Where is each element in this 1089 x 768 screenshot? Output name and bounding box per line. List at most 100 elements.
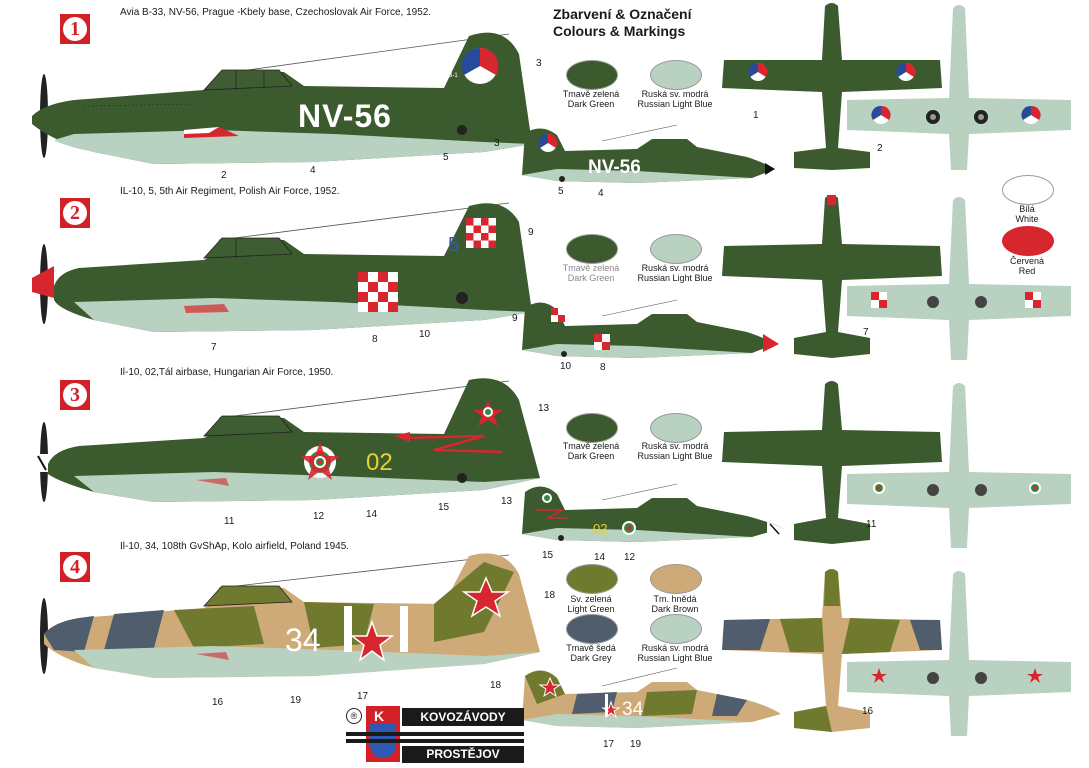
swatch-russian-light-blue [650, 60, 702, 90]
scheme-2-caption: IL-10, 5, 5th Air Regiment, Polish Air F… [120, 186, 340, 197]
scheme-1-small-callout: 5 [558, 186, 564, 197]
scheme-1-small-code: NV-56 [588, 157, 641, 178]
scheme-2-side-view [32, 202, 532, 332]
scheme-3-callout: 12 [313, 511, 325, 522]
swatch-light-green [566, 564, 618, 594]
scheme-1-callout: 5 [443, 152, 449, 163]
scheme-4-small-callout: 18 [490, 680, 502, 691]
scheme-1-small-callout: 4 [598, 188, 604, 199]
scheme-4-side-view [40, 553, 540, 678]
scheme-2-bottom-view [847, 197, 1071, 360]
scheme-1-badge: 1 [60, 14, 90, 44]
scheme-3-callout: 11 [224, 516, 235, 527]
scheme-1-callout: 2 [221, 170, 227, 181]
scheme-3-small-callout: 15 [542, 550, 554, 561]
scheme-2-callout: 10 [419, 329, 431, 340]
scheme-3-callout: 14 [366, 509, 378, 520]
scheme-3-top-view [722, 381, 942, 544]
swatch-russian-light-blue [650, 234, 702, 264]
logo-brand-bottom: PROSTĚJOV [402, 746, 524, 763]
title-czech: Zbarvení & Označení [553, 6, 692, 22]
scheme-3-small-side-view [522, 483, 783, 542]
swatch-dark-grey [566, 614, 618, 644]
logo-stripe [346, 732, 524, 736]
scheme-3-small-callout: 13 [501, 496, 513, 507]
scheme-3-small-callout: 12 [624, 552, 636, 563]
swatch-russian-light-blue [650, 413, 702, 443]
scheme-3-callout: 13 [538, 403, 550, 414]
scheme-1-callout: 3 [536, 58, 542, 69]
scheme-2-small-callout: 8 [600, 362, 606, 373]
scheme-4-code: 34 [285, 622, 321, 658]
scheme-2-badge: 2 [60, 198, 90, 228]
scheme-2-top-view [722, 195, 942, 358]
scheme-1-fin-text: B 33-1 [440, 73, 458, 79]
scheme-1-small-side-view [522, 124, 775, 183]
scheme-1-plan-callout: 1 [753, 110, 759, 121]
scheme-2-callout: 7 [211, 342, 217, 353]
swatch-dark-green [566, 234, 618, 264]
swatch-dark-green [566, 413, 618, 443]
scheme-4-callout: 16 [212, 697, 224, 708]
scheme-2-code: 5 [448, 234, 460, 256]
scheme-4-small-callout: 17 [603, 739, 615, 750]
scheme-4-callout: 19 [290, 695, 302, 706]
scheme-3-code: 02 [366, 449, 393, 476]
scheme-2-plan-callout: 7 [863, 327, 869, 338]
scheme-4-badge: 4 [60, 552, 90, 582]
logo-mark: K [374, 708, 385, 724]
scheme-3-small-callout: 14 [594, 552, 606, 563]
scheme-3-small-code: 02 [593, 521, 608, 536]
scheme-4-small-code: 34 [622, 699, 644, 720]
scheme-1-code: NV-56 [298, 98, 392, 134]
scheme-3-callout: 15 [438, 502, 450, 513]
swatch-dark-green [566, 60, 618, 90]
title-english: Colours & Markings [553, 23, 686, 39]
logo-brand-top: KOVOZÁVODY [402, 708, 524, 726]
scheme-1-callout: 4 [310, 165, 316, 176]
scheme-2-callout: 9 [528, 227, 534, 238]
scheme-4-small-callout: 19 [630, 739, 642, 750]
registered-mark: ® [346, 708, 362, 724]
swatch-dark-brown [650, 564, 702, 594]
scheme-1-plan-callout: 2 [877, 143, 883, 154]
scheme-3-plan-callout: 11 [866, 519, 877, 530]
scheme-3-side-view [36, 378, 540, 502]
scheme-4-bottom-view [847, 571, 1071, 736]
scheme-4-callout: 17 [357, 691, 369, 702]
scheme-3-caption: Il-10, 02,Tál airbase, Hungarian Air For… [120, 367, 334, 378]
scheme-3-badge: 3 [60, 380, 90, 410]
scheme-4-plan-callout: 16 [862, 706, 874, 717]
scheme-3-bottom-view [847, 383, 1071, 548]
scheme-1-caption: Avia B-33, NV-56, Prague -Kbely base, Cz… [120, 7, 432, 18]
swatch-red [1002, 226, 1054, 256]
scheme-2-small-callout: 9 [512, 313, 518, 324]
scheme-4-small-side-view [522, 667, 781, 728]
scheme-2-callout: 8 [372, 334, 378, 345]
swatch-white [1002, 175, 1054, 205]
scheme-1-small-callout: 3 [494, 138, 500, 149]
swatch-russian-light-blue [650, 614, 702, 644]
scheme-2-small-side-view [522, 299, 779, 358]
scheme-2-small-callout: 10 [560, 361, 572, 372]
scheme-1-side-view [32, 32, 532, 164]
scheme-4-top-view [722, 569, 942, 732]
scheme-1-top-view [722, 3, 942, 170]
kovozavody-logo: ® K KOVOZÁVODY PROSTĚJOV [346, 706, 526, 764]
scheme-4-caption: Il-10, 34, 108th GvShAp, Kolo airfield, … [120, 541, 350, 552]
scheme-4-callout: 18 [544, 590, 556, 601]
logo-stripe [346, 739, 524, 743]
scheme-1-bottom-view [847, 5, 1071, 170]
